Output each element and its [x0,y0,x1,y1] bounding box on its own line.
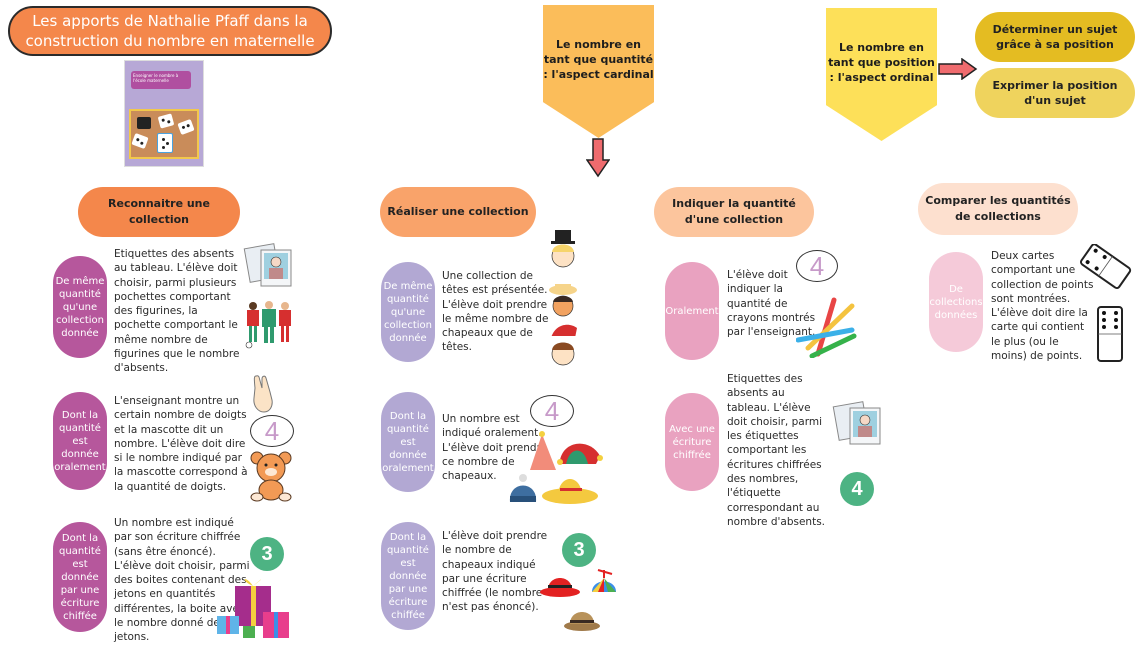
sub-pill: De même quantité qu'une collection donné… [53,256,107,358]
sub-pill: Oralement [665,262,719,360]
sub-pill-text: Avec une écriture chiffrée [669,423,715,461]
victory-hand-icon [253,375,273,413]
sub-pill: De même quantité qu'une collection donné… [381,262,435,362]
sub-pill: Avec une écriture chiffrée [665,393,719,491]
category-title: Comparer les quantités de collections [925,194,1071,223]
sub-pill-text: Oralement [665,305,719,317]
category-title: Réaliser une collection [387,205,529,218]
category-title: Reconnaitre une collection [108,197,210,226]
description: Un nombre est indiqué oralement. L'élève… [442,413,548,483]
main-title: Les apports de Nathalie Pfaff dans la co… [8,6,332,56]
sub-pill: De collections données [929,252,983,352]
description: Etiquettes des absents au tableau. L'élè… [727,373,826,528]
description: Une collection de têtes est présentée. L… [442,270,549,354]
down-arrow-icon [586,138,610,178]
photo-labels-icon [243,243,292,287]
speech-bubble-number: 4 [530,395,574,427]
heads-with-hats-icon [549,230,577,366]
teddy-bear-icon [250,451,292,502]
domino-six-icon [1097,306,1123,362]
cardinal-aspect-label: Le nombre en tant que quantité : l'aspec… [543,38,654,81]
assorted-hats-icon [509,431,603,504]
badge-number: 3 [573,538,585,561]
sub-pill: Dont la quantité est donnée oralement [53,392,107,490]
gift-boxes-icon [217,579,289,638]
main-title-text: Les apports de Nathalie Pfaff dans la co… [25,12,315,50]
description: L'enseignant montre un certain nombre de… [114,395,248,493]
ordinal-item-determine: Déterminer un sujet grâce à sa position [975,12,1135,62]
speech-bubble-number: 4 [250,415,294,447]
ordinal-item-text: Exprimer la position d'un sujet [992,79,1118,107]
bubble-number: 4 [264,415,280,446]
book-title: Enseigner le nombre à l'école maternelle [131,71,191,89]
sub-pill: Dont la quantité est donnée oralement [381,392,435,492]
domino-four-icon [1080,244,1132,290]
sub-pill-text: De même quantité qu'une collection donné… [383,280,433,344]
sub-pill-text: Dont la quantité est donnée par une écri… [387,531,429,621]
category-title: Indiquer la quantité d'une collection [672,197,796,226]
description: Deux cartes comportant une collection de… [991,250,1094,363]
number-badge: 4 [840,472,874,506]
sub-pill-text: Dont la quantité est donnée oralement [382,410,434,474]
photo-labels-icon [832,401,881,445]
category-compare: Comparer les quantités de collections [918,183,1078,235]
number-badge: 3 [250,537,284,571]
sub-pill-text: Dont la quantité est donnée par une écri… [59,532,101,622]
speech-bubble-number: 4 [796,250,838,282]
category-indicate: Indiquer la quantité d'une collection [654,187,814,237]
colored-pencils-icon [796,297,857,358]
right-arrow-icon [938,58,978,80]
description: L'élève doit prendre le nombre de chapea… [442,530,548,614]
sub-pill-text: De même quantité qu'une collection donné… [55,275,105,339]
football-figurines-icon [245,301,291,349]
description: L'élève doit indiquer la quantité de cra… [727,269,816,339]
number-badge: 3 [562,533,596,567]
bubble-number: 4 [544,395,560,426]
description: Un nombre est indiqué par son écriture c… [114,517,250,644]
badge-number: 4 [851,477,863,500]
category-recognize: Reconnaitre une collection [78,187,240,237]
ordinal-aspect-label: Le nombre en tant que position : l'aspec… [828,41,935,84]
description: Etiquettes des absents au tableau. L'élè… [114,248,240,375]
badge-number: 3 [261,542,273,565]
ordinal-item-text: Déterminer un sujet grâce à sa position [992,23,1118,51]
ordinal-aspect-box: Le nombre en tant que position : l'aspec… [826,8,937,141]
book-cover-image: Enseigner le nombre à l'école maternelle [124,60,204,167]
sub-pill-text: De collections données [929,283,983,321]
category-create: Réaliser une collection [380,187,536,237]
cardinal-aspect-box: Le nombre en tant que quantité : l'aspec… [543,5,654,138]
sub-pill: Dont la quantité est donnée par une écri… [381,522,435,630]
hats-icon [540,569,616,631]
sub-pill: Dont la quantité est donnée par une écri… [53,522,107,632]
book-photo [129,109,199,159]
ordinal-item-express: Exprimer la position d'un sujet [975,68,1135,118]
bubble-number: 4 [809,250,825,281]
sub-pill-text: Dont la quantité est donnée oralement [54,409,106,473]
